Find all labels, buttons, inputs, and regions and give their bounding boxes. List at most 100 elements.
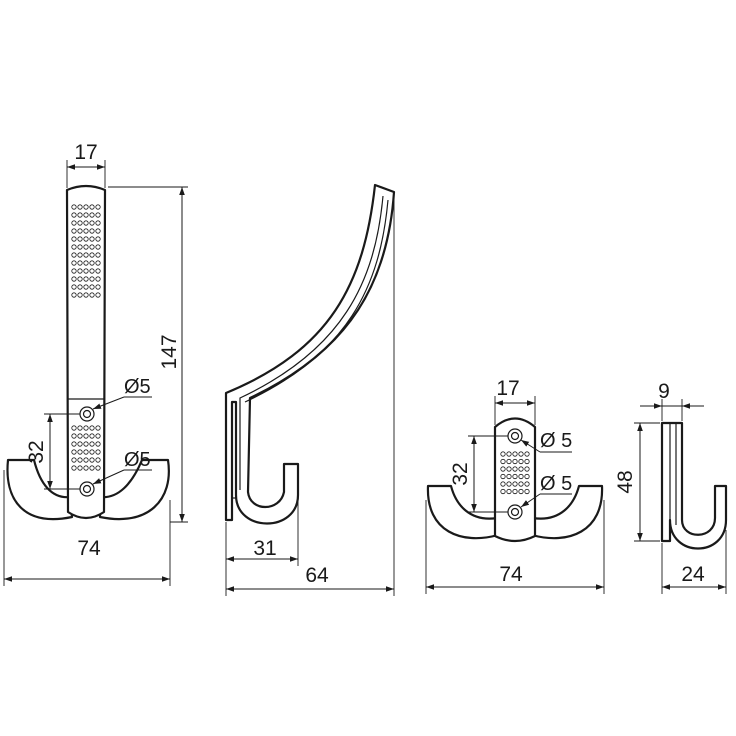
grip-dot: [71, 441, 77, 447]
grip-dot: [524, 458, 530, 465]
screw-hole-top: [79, 406, 95, 422]
small-screw-hole-bottom-inner: [510, 507, 520, 517]
grip-dot: [83, 252, 89, 258]
grip-dot: [89, 449, 95, 455]
hole-bottom-diameter-label: Ø5: [124, 449, 151, 471]
grip-dot: [71, 457, 77, 463]
grip-dot: [524, 466, 530, 472]
hook-inner-edge: [239, 195, 384, 490]
grip-dot: [500, 473, 506, 480]
small-hook-profile: [660, 421, 728, 550]
grip-dot: [77, 425, 83, 431]
grip-dot: [83, 212, 89, 218]
small-screw-hole-top: [507, 428, 523, 444]
small-grip-dots: [500, 451, 530, 495]
grip-dot: [500, 488, 506, 495]
grip-dot: [83, 260, 89, 266]
screw-hole-bottom: [79, 481, 95, 497]
grip-dot: [83, 228, 89, 234]
grip-dot: [512, 473, 518, 480]
grip-dot: [77, 236, 83, 242]
left-arm: [6, 458, 74, 521]
grip-dot: [71, 276, 77, 282]
grip-dot: [95, 212, 101, 218]
grip-dot: [83, 284, 89, 290]
grip-dot: [77, 457, 83, 463]
grip-dot: [83, 244, 89, 250]
grip-dot: [89, 244, 95, 250]
grip-dot: [83, 220, 89, 226]
grip-dot: [518, 458, 524, 465]
grip-dot: [95, 276, 101, 282]
grip-dot: [500, 481, 506, 487]
grip-dot: [518, 466, 524, 472]
grip-dot: [518, 451, 524, 457]
grip-dot: [71, 425, 77, 431]
grip-dot: [71, 212, 77, 218]
grip-dot: [77, 292, 83, 298]
grip-dot: [506, 473, 512, 480]
grip-dot: [518, 488, 524, 495]
grip-dot: [89, 276, 95, 282]
grip-dot: [95, 441, 101, 447]
grip-dot: [71, 204, 77, 210]
front-view-large-hook: 17 147 32 Ø5 Ø5 74: [3, 141, 188, 586]
grip-dot: [518, 473, 524, 480]
grip-dot: [83, 441, 89, 447]
grip-dot: [95, 457, 101, 463]
grip-dot: [95, 449, 101, 455]
grip-dot: [89, 433, 95, 439]
dim-hole-spacing-label: 32: [25, 440, 48, 463]
dim-depth-label: 64: [305, 564, 329, 587]
grip-dot: [77, 204, 83, 210]
grip-dot: [77, 276, 83, 282]
grip-dot: [95, 220, 101, 226]
small-dim-width-label: 17: [496, 377, 519, 400]
grip-dot: [77, 220, 83, 226]
grip-dot: [89, 212, 95, 218]
grip-dot: [89, 465, 95, 471]
grip-dot: [77, 441, 83, 447]
screw-hole-top-inner: [82, 409, 92, 419]
dim-height-label: 147: [158, 334, 181, 369]
grip-dot: [95, 425, 101, 431]
grip-dot: [77, 252, 83, 258]
small-left-arm: [426, 484, 500, 540]
grip-dot: [77, 244, 83, 250]
grip-dot: [77, 284, 83, 290]
grip-dot: [506, 458, 512, 465]
grip-dot: [71, 252, 77, 258]
grip-dot: [71, 449, 77, 455]
grip-dot: [83, 292, 89, 298]
grip-dot: [506, 451, 512, 457]
grip-dot: [95, 204, 101, 210]
grip-dot: [89, 441, 95, 447]
grip-dot: [524, 481, 530, 487]
grip-dot: [506, 488, 512, 495]
grip-dot: [71, 244, 77, 250]
grip-dot: [506, 466, 512, 472]
grip-dot: [83, 276, 89, 282]
grip-dot: [77, 228, 83, 234]
grip-dot: [71, 268, 77, 274]
small-dim-span-label: 74: [499, 563, 523, 586]
grip-dot: [83, 425, 89, 431]
stem: [65, 184, 107, 520]
grip-dot: [83, 433, 89, 439]
grip-dot: [89, 284, 95, 290]
small-dim-height-label: 48: [614, 470, 637, 493]
grip-dot: [89, 220, 95, 226]
grip-dot: [71, 284, 77, 290]
grip-dot: [95, 268, 101, 274]
grip-dot: [95, 228, 101, 234]
grip-dot: [500, 458, 506, 465]
grip-dot: [524, 488, 530, 495]
grip-dot: [71, 236, 77, 242]
grip-dot: [524, 473, 530, 480]
hook-profile: [224, 183, 396, 525]
hole-top-diameter-label: Ø5: [124, 376, 151, 398]
grip-dot: [95, 284, 101, 290]
grip-dot: [71, 228, 77, 234]
side-view-large-hook: 31 64: [224, 183, 396, 596]
grip-dot: [512, 451, 518, 457]
